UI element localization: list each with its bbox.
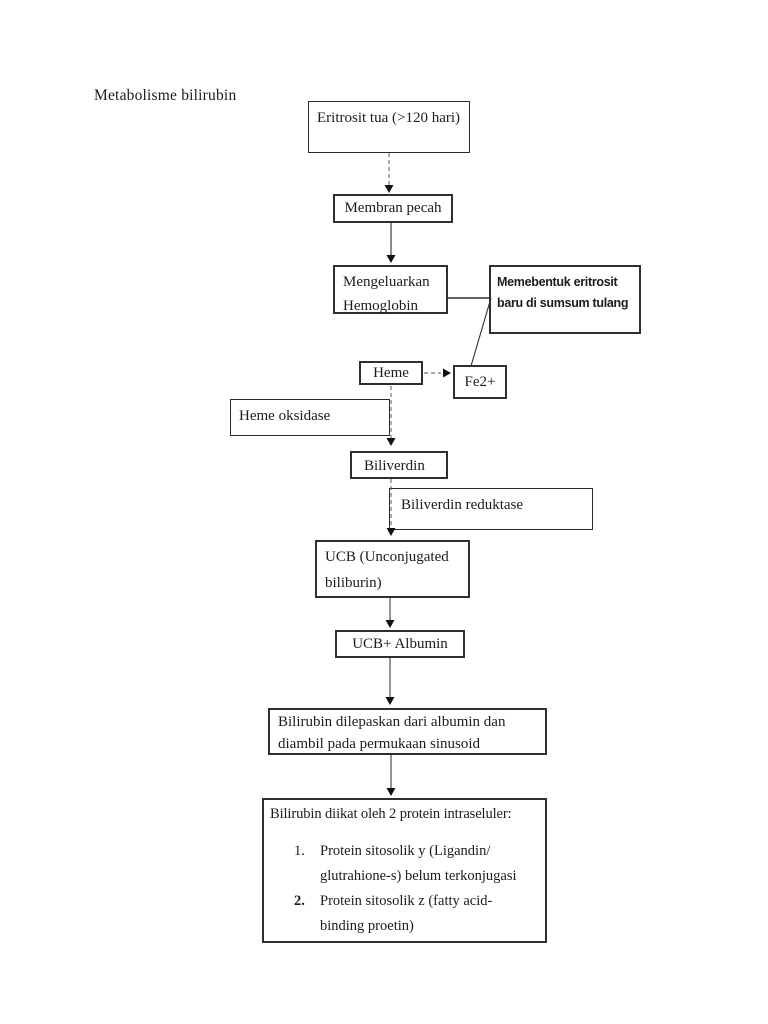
node-biliverdin-reduktase-label: Biliverdin reduktase	[401, 497, 524, 513]
node-biliverdin-reduktase: Biliverdin reduktase	[389, 488, 593, 530]
node-heme-oksidase-label: Heme oksidase	[239, 408, 331, 424]
arrowhead-heme-fe2	[443, 368, 451, 378]
node-biliverdin: Biliverdin	[350, 451, 448, 479]
node-membentuk-eritrosit-label: Memebentuk eritrosit baru di sumsum tula…	[497, 275, 629, 310]
node-heme-oksidase: Heme oksidase	[230, 399, 390, 436]
arrowhead-eritrosit-membran	[384, 185, 394, 193]
node-ucb-albumin-label: UCB+ Albumin	[352, 636, 448, 652]
list-item-2-text: Protein sitosolik z (fatty acid- binding…	[320, 893, 493, 934]
connector-sumsum-fe2	[470, 297, 492, 367]
node-bilirubin-dilepaskan-label: Bilirubin dilepaskan dari albumin dan di…	[278, 714, 506, 752]
list-item-2: 2. Protein sitosolik z (fatty acid- bind…	[270, 889, 539, 939]
node-ucb-albumin: UCB+ Albumin	[335, 630, 465, 658]
node-ucb-label: UCB (Unconjugated biliburin)	[325, 549, 449, 591]
node-mengeluarkan-hemoglobin: Mengeluarkan Hemoglobin	[333, 265, 448, 314]
arrowhead-sinusoid-intraseluler	[386, 788, 396, 796]
node-fe2-label: Fe2+	[464, 374, 496, 390]
node-mengeluarkan-hemoglobin-label: Mengeluarkan Hemoglobin	[343, 274, 430, 314]
node-biliverdin-label: Biliverdin	[364, 458, 425, 474]
page-title: Metabolisme bilirubin	[94, 87, 237, 104]
node-eritrosit-tua-label: Eritrosit tua (>120 hari)	[317, 110, 461, 126]
node-eritrosit-tua: Eritrosit tua (>120 hari)	[308, 101, 470, 153]
node-membran-pecah: Membran pecah	[333, 194, 453, 223]
arrowhead-albumin-sinusoid	[385, 697, 395, 705]
node-heme: Heme	[359, 361, 423, 385]
list-item-1: 1. Protein sitosolik y (Ligandin/ glutra…	[270, 839, 539, 889]
node-ucb: UCB (Unconjugated biliburin)	[315, 540, 470, 598]
arrowhead-membran-hemoglobin	[386, 255, 396, 263]
node-bilirubin-dilepaskan: Bilirubin dilepaskan dari albumin dan di…	[268, 708, 547, 755]
arrowhead-heme-biliverdin	[386, 438, 396, 446]
list-item-2-number: 2.	[294, 893, 305, 909]
node-heme-label: Heme	[373, 365, 409, 381]
node-protein-intraseluler: Bilirubin diikat oleh 2 protein intrasel…	[262, 798, 547, 943]
intracellular-heading: Bilirubin diikat oleh 2 protein intrasel…	[270, 806, 512, 822]
node-membentuk-eritrosit: Memebentuk eritrosit baru di sumsum tula…	[489, 265, 641, 334]
node-fe2: Fe2+	[453, 365, 507, 399]
list-item-1-text: Protein sitosolik y (Ligandin/ glutrahio…	[320, 843, 517, 884]
arrowhead-ucb-albumin	[385, 620, 395, 628]
list-item-1-number: 1.	[294, 843, 305, 859]
node-membran-pecah-label: Membran pecah	[344, 200, 442, 216]
